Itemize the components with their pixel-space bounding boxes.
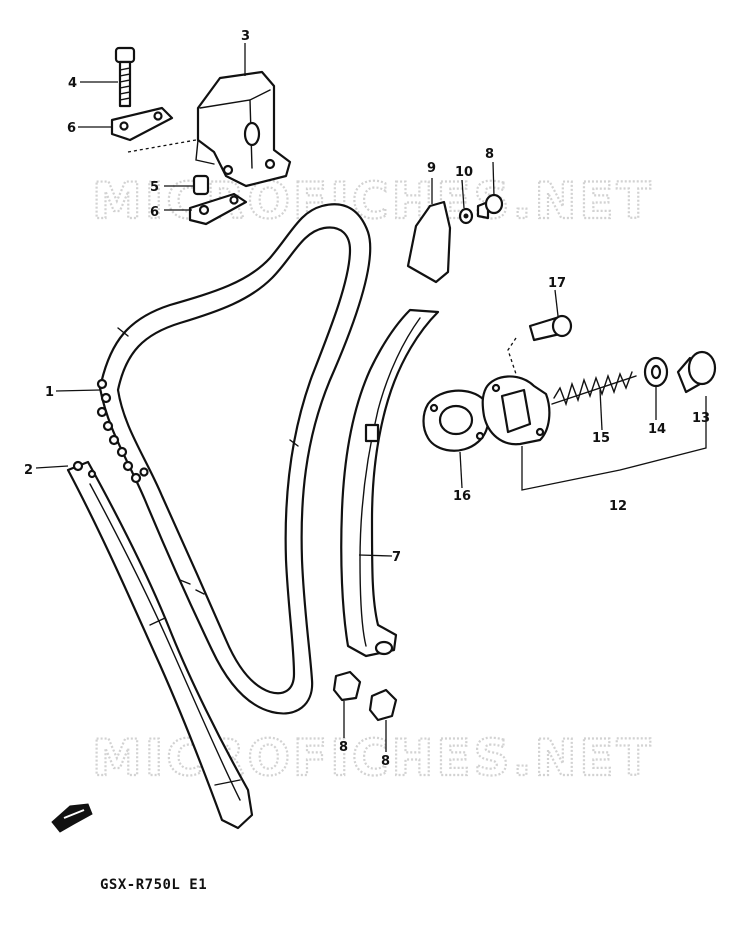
- cam-chain-guide-holder: [195, 70, 292, 188]
- chain-link-segment: [96, 378, 149, 484]
- tensioner-gasket-no16: [422, 389, 490, 452]
- stopper-block-left: [332, 670, 362, 702]
- callout-17: 17: [548, 276, 566, 291]
- callout-7: 7: [392, 550, 401, 565]
- guide-holder-plate-upper: [110, 106, 197, 153]
- watermark-bottom: MICROFICHES.NET: [92, 729, 654, 787]
- guide-holder-cushion: [192, 174, 210, 196]
- cam-chain: [96, 203, 372, 715]
- chain-guide-tensioner: [340, 308, 440, 658]
- callout-11: 10: [455, 165, 473, 180]
- callout-9: 9: [427, 161, 436, 176]
- tensioner-spring-no15: [551, 371, 637, 407]
- watermark-top: MICROFICHES.NET: [92, 172, 654, 230]
- tensioner-cap-no13: [676, 350, 717, 394]
- chain-guide-front: [66, 460, 254, 830]
- cam-chain-tensioner-assembly: [422, 314, 717, 491]
- washer-no11: [458, 207, 474, 225]
- callout-10: 8: [485, 147, 494, 162]
- callout-4: 4: [68, 76, 77, 91]
- callout-2: 2: [24, 463, 33, 478]
- tensioner-washer-no14: [643, 356, 669, 388]
- callout-13: 13: [692, 411, 710, 426]
- callout-5: 5: [150, 180, 159, 195]
- tensioner-body: [481, 375, 551, 446]
- callout-8-left: 8: [339, 740, 348, 755]
- callout-14: 14: [648, 422, 666, 437]
- callout-12: 12: [609, 499, 627, 514]
- callout-8-right: 8: [381, 754, 390, 769]
- front-direction-arrow-icon: [51, 803, 93, 833]
- guide-holder-plate-lower: [188, 192, 248, 226]
- chain-guide-no9: [406, 200, 452, 284]
- callout-3: 3: [241, 29, 250, 44]
- callout-6-lower: 6: [150, 205, 159, 220]
- callout-1: 1: [45, 385, 54, 400]
- guide-holder-bolt: [114, 46, 136, 108]
- callout-15: 15: [592, 431, 610, 446]
- stopper-block-right: [368, 688, 398, 722]
- model-code: GSX-R750L E1: [100, 877, 207, 893]
- callout-16: 16: [453, 489, 471, 504]
- callout-6-upper: 6: [67, 121, 76, 136]
- tensioner-bolt-no17: [528, 314, 573, 342]
